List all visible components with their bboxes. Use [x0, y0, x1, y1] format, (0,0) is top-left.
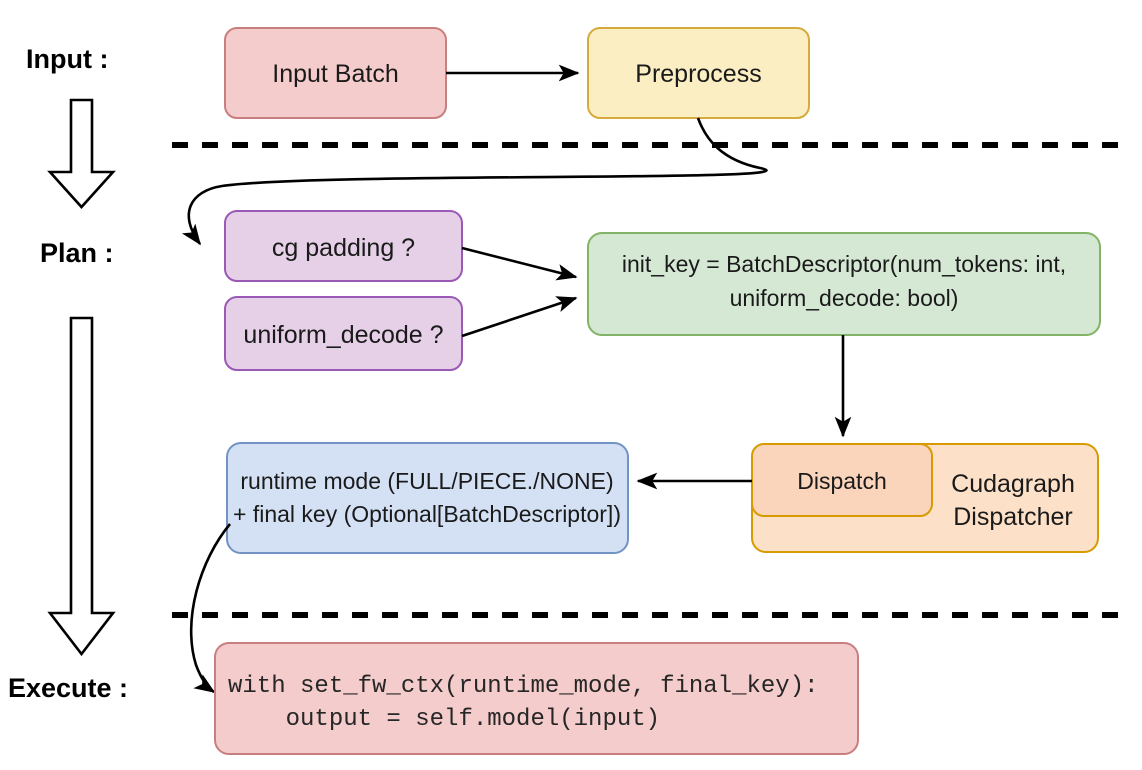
- stage-label-input: Input :: [26, 44, 108, 74]
- stage-label-plan: Plan :: [40, 238, 114, 268]
- node-init-key-line2: uniform_decode: bool): [730, 285, 959, 311]
- edge-uniform-decode-to-init-key: [461, 296, 578, 338]
- node-cg-padding-label: cg padding ?: [272, 234, 415, 262]
- edge-cg-padding-to-init-key: [461, 246, 578, 281]
- node-execute-code-line2: output = self.model(input): [228, 706, 660, 733]
- node-execute-code[interactable]: [214, 642, 859, 755]
- node-init-key-line1: init_key = BatchDescriptor(num_tokens: i…: [622, 251, 1066, 277]
- edge-runtime-mode-to-execute: [189, 523, 231, 694]
- node-cudagraph-dispatcher-line1: Cudagraph: [951, 470, 1075, 498]
- stage-flow-arrow-input-to-plan: [47, 98, 116, 209]
- node-uniform-decode[interactable]: [224, 296, 463, 371]
- node-uniform-decode-label: uniform_decode ?: [243, 321, 443, 349]
- stage-label-execute: Execute :: [8, 673, 128, 703]
- node-execute-code-line1: with set_fw_ctx(runtime_mode, final_key)…: [228, 673, 819, 700]
- node-preprocess-label: Preprocess: [635, 60, 761, 88]
- node-dispatch-label: Dispatch: [797, 468, 886, 494]
- node-runtime-mode-line1: runtime mode (FULL/PIECE./NONE): [240, 468, 613, 494]
- node-runtime-mode-line2: + final key (Optional[BatchDescriptor]): [233, 501, 621, 527]
- stage-flow-arrow-plan-to-execute: [47, 316, 116, 657]
- edge-preprocess-to-plan: [181, 117, 768, 246]
- node-cudagraph-dispatcher-line2: Dispatcher: [953, 503, 1073, 531]
- node-init-key[interactable]: [587, 232, 1101, 336]
- node-input-batch-label: Input Batch: [272, 60, 398, 88]
- node-runtime-mode[interactable]: [226, 442, 629, 554]
- node-cg-padding[interactable]: [224, 210, 463, 282]
